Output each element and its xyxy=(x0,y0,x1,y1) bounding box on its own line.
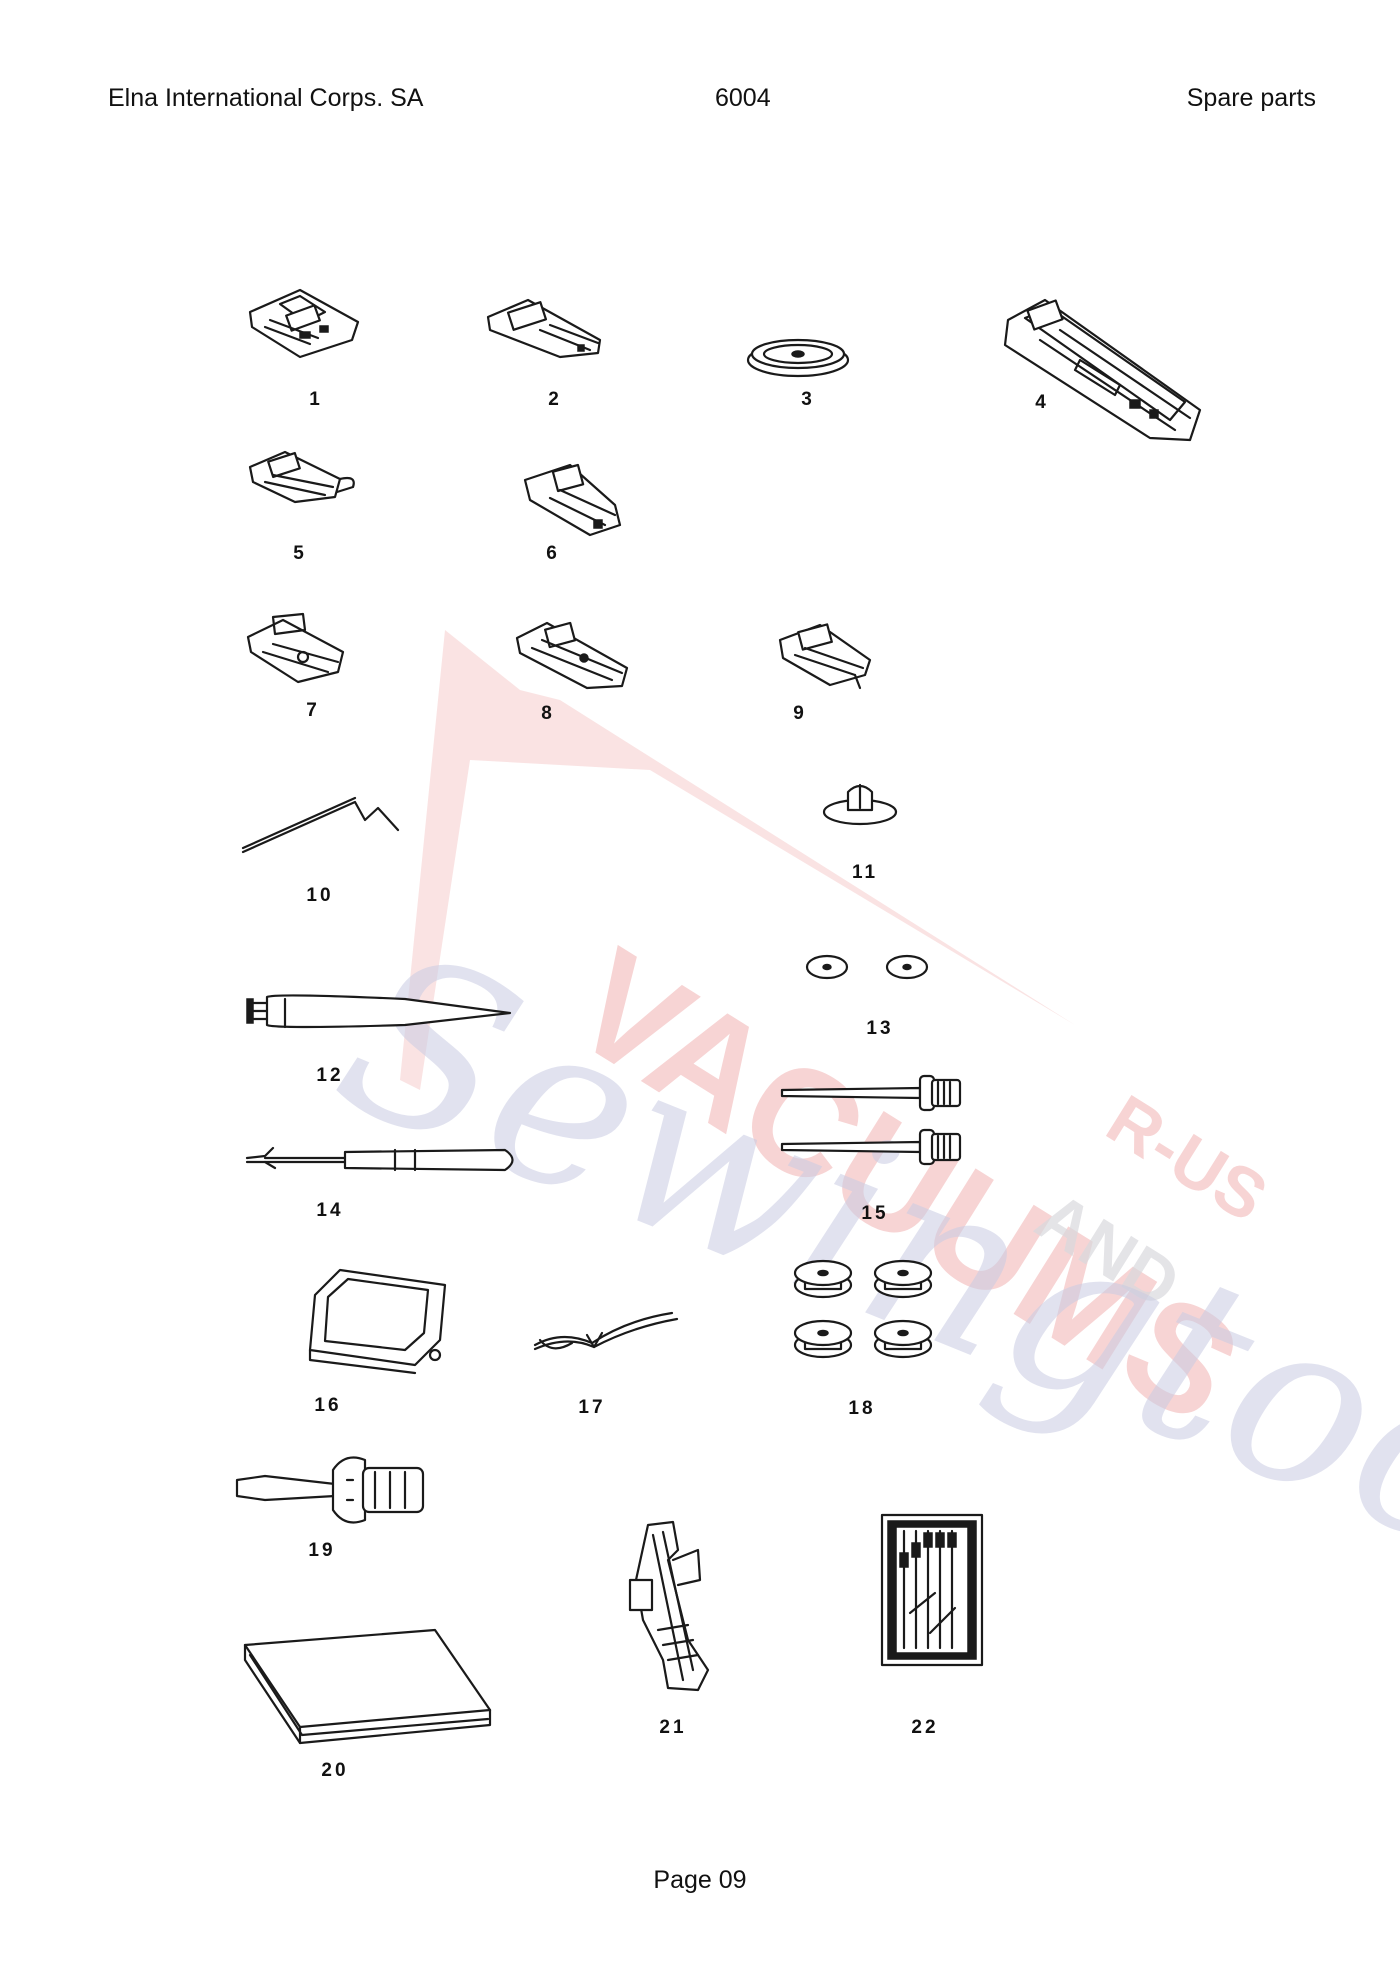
presser-foot-icon xyxy=(486,298,602,359)
part-19-screwdriver xyxy=(235,1450,445,1530)
part-1-presser-foot xyxy=(240,282,370,362)
part-22-needle-pack xyxy=(880,1513,985,1668)
part-6-presser-foot xyxy=(520,460,630,540)
watermark-word-3: AND xyxy=(1023,1177,1193,1324)
part-label: 13 xyxy=(866,1018,894,1039)
part-label: 12 xyxy=(316,1065,344,1086)
part-label: 5 xyxy=(293,543,307,564)
part-label: 17 xyxy=(578,1397,606,1418)
watermark-word-1: VACUUMS xyxy=(545,916,1268,1454)
header-company: Elna International Corps. SA xyxy=(108,84,424,112)
watermark-word-2: R-US xyxy=(1094,1080,1280,1237)
presser-foot-icon xyxy=(523,463,622,537)
header-model: 6004 xyxy=(715,84,771,112)
part-label: 21 xyxy=(659,1717,687,1738)
part-label: 7 xyxy=(306,700,320,721)
seam-ripper-icon xyxy=(245,1146,514,1172)
spool-holder-icon xyxy=(822,783,898,826)
part-label: 14 xyxy=(316,1200,344,1221)
part-18-bobbins xyxy=(793,1255,943,1370)
part-label: 6 xyxy=(546,543,560,564)
part-label: 9 xyxy=(793,703,807,724)
spool-cap-icon xyxy=(746,338,850,378)
screwdriver-icon xyxy=(235,1456,425,1524)
presser-foot-icon xyxy=(778,623,872,690)
presser-foot-icon xyxy=(248,450,355,504)
part-5-presser-foot xyxy=(245,447,360,507)
part-21-walking-foot xyxy=(628,1520,718,1695)
lint-brush-icon xyxy=(246,994,512,1029)
part-8-presser-foot xyxy=(512,618,632,693)
part-label: 10 xyxy=(306,885,334,906)
felt-washer-icon xyxy=(805,954,929,980)
header-section: Spare parts xyxy=(1186,84,1316,112)
part-label: 8 xyxy=(541,703,555,724)
part-20-booklet xyxy=(240,1625,495,1745)
part-17-cord xyxy=(532,1305,682,1360)
part-9-presser-foot xyxy=(775,620,875,690)
part-4-buttonhole-foot xyxy=(1000,290,1210,450)
part-14-seam-ripper xyxy=(245,1140,525,1180)
page-number: Page 09 xyxy=(653,1866,747,1894)
spool-pin-icon xyxy=(780,1074,962,1166)
part-label: 11 xyxy=(851,862,879,883)
part-label: 20 xyxy=(321,1760,349,1781)
part-15-spool-pins xyxy=(780,1070,980,1170)
part-12-lint-brush xyxy=(245,985,515,1040)
buttonhole-foot-icon xyxy=(1003,298,1202,442)
cord-icon xyxy=(533,1311,679,1351)
part-label: 3 xyxy=(801,389,815,410)
part-13-felt-washers xyxy=(805,947,965,987)
part-label: 18 xyxy=(848,1398,876,1419)
part-label: 1 xyxy=(309,389,323,410)
part-label: 2 xyxy=(548,389,562,410)
wire-guide-icon xyxy=(241,796,400,854)
part-label: 19 xyxy=(308,1540,336,1561)
seam-guide-icon xyxy=(308,1268,447,1375)
part-label: 16 xyxy=(314,1395,342,1416)
part-10-wire-guide xyxy=(240,790,400,860)
presser-foot-icon xyxy=(248,288,360,359)
bobbin-icon xyxy=(793,1259,933,1359)
part-7-presser-foot xyxy=(243,612,353,687)
booklet-icon xyxy=(243,1628,492,1745)
part-label: 4 xyxy=(1035,392,1049,413)
presser-foot-icon xyxy=(515,621,629,690)
presser-foot-icon xyxy=(246,612,345,684)
part-16-seam-guide xyxy=(300,1265,460,1375)
part-2-presser-foot xyxy=(480,295,610,365)
part-label: 15 xyxy=(861,1203,889,1224)
part-label: 22 xyxy=(911,1717,939,1738)
needle-pack-icon xyxy=(880,1513,984,1667)
walking-foot-icon xyxy=(628,1520,710,1692)
part-11-spool-holder xyxy=(820,780,900,830)
part-3-spool-cap xyxy=(743,330,853,380)
